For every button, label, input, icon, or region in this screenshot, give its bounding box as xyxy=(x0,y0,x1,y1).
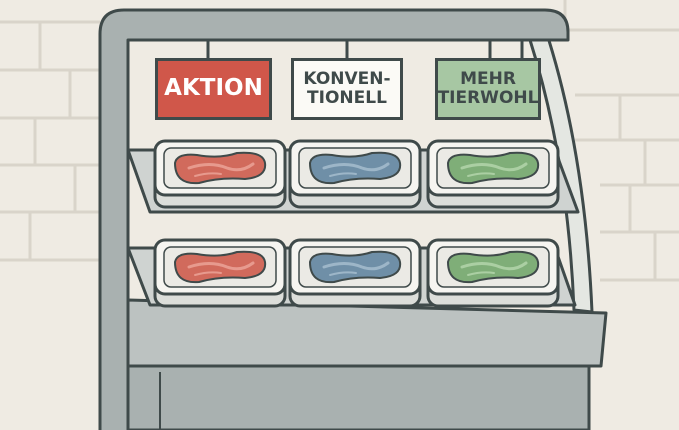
sign-mehr-tierwohl-line-2: TIERWOHL xyxy=(437,88,539,108)
meat-tray-aktion xyxy=(153,139,287,209)
sign-mehr-tierwohl: MEHR TIERWOHL xyxy=(435,58,541,120)
brick-wall xyxy=(0,0,679,282)
tray-group xyxy=(153,139,560,308)
case-counter xyxy=(126,298,608,368)
meat-tray-konventionell xyxy=(288,238,422,308)
sign-aktion: AKTION xyxy=(155,58,272,120)
sign-hangers xyxy=(206,40,524,58)
meat-tray-konventionell xyxy=(288,139,422,209)
sign-mehr-tierwohl-line-1: MEHR xyxy=(460,68,516,89)
case-top-frame xyxy=(98,8,570,430)
sign-konventionell: KONVEN- TIONELL xyxy=(291,58,403,120)
meat-tray-aktion xyxy=(153,238,287,308)
sign-konventionell-line-1: KONVEN- xyxy=(303,68,391,89)
sign-aktion-line-1: AKTION xyxy=(164,75,263,102)
meat-tray-tierwohl xyxy=(426,238,560,308)
meat-tray-tierwohl xyxy=(426,139,560,209)
case-base xyxy=(101,358,591,430)
sign-konventionell-line-2: TIONELL xyxy=(307,88,387,108)
